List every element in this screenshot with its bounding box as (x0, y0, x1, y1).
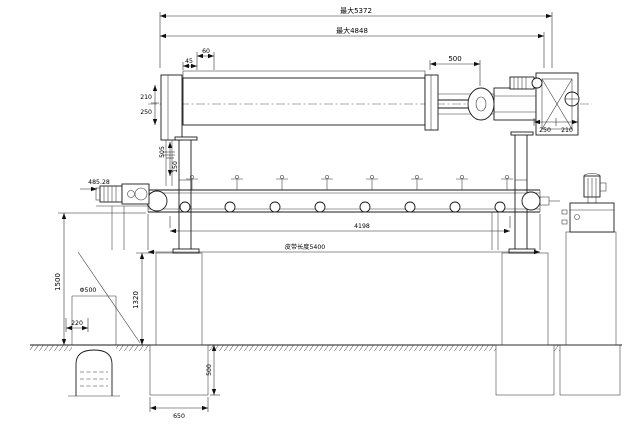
ground-hatch (30, 345, 72, 351)
filter-press (148, 70, 592, 141)
dim-210-right-label: 210 (561, 127, 573, 134)
gearbox-shaft (127, 190, 135, 198)
pressure-gauge (574, 214, 580, 220)
ground-hatch (554, 345, 560, 351)
right-column-base (508, 248, 536, 254)
left-column-cap (174, 136, 198, 141)
ground-hatch (116, 345, 150, 351)
right-footing (495, 344, 555, 396)
dim-150-label: 150 (172, 161, 179, 173)
dim-650-label: 650 (173, 413, 185, 420)
slope-line (77, 251, 141, 344)
dim-500-depth-label: 500 (206, 364, 213, 376)
concrete-foundations (149, 231, 621, 396)
head-pulley (146, 190, 168, 212)
conveyor-drive (95, 183, 150, 207)
drive-motor (99, 185, 123, 203)
left-footing (149, 344, 209, 396)
dim-belt-length-label: 皮带长度5400 (285, 243, 326, 251)
belt-conveyor (95, 175, 560, 250)
junction-box (599, 182, 607, 192)
valve (561, 209, 568, 215)
dim-4848-label: 最大4848 (336, 26, 368, 35)
follower-plate (424, 74, 439, 131)
plate-handles (182, 70, 426, 79)
tail-pulley (521, 191, 541, 211)
ground (30, 344, 622, 351)
dim-45-label: 45 (185, 58, 193, 65)
motor-fan-cover (531, 77, 543, 89)
fixed-head-plate (160, 74, 183, 141)
dim-overall-label: 最大5372 (340, 6, 372, 15)
ground-hatch (208, 345, 496, 351)
filter-plate-pack (182, 77, 426, 126)
left-column-base (172, 248, 200, 254)
motor-cap (95, 187, 101, 201)
right-pedestal (501, 252, 549, 346)
hydraulic-pedestal (565, 231, 617, 346)
gearbox-gear (134, 187, 148, 201)
left-pedestal (155, 252, 203, 346)
dim-220-label: 220 (71, 320, 83, 327)
dimensions: 最大5372 最大4848 500 60 45 210 250 250 210 … (54, 6, 579, 420)
closing-gear-hub (475, 96, 487, 112)
dim-phi500-label: Φ500 (80, 287, 97, 294)
idler-stands (186, 175, 513, 190)
valve (561, 219, 568, 225)
right-column-cap (510, 131, 534, 136)
closing-gear-housing (467, 87, 495, 121)
dim-60-label: 60 (202, 48, 210, 55)
dim-250-right-label: 250 (539, 127, 551, 134)
hydraulic-cylinder (493, 87, 537, 121)
drain-pit (68, 251, 141, 397)
dim-505-label: 505 (159, 146, 166, 158)
dim-4198-label: 4198 (354, 223, 370, 230)
support-columns (163, 131, 536, 254)
dim-210-left-label: 210 (140, 94, 152, 101)
drain-arch (75, 349, 113, 396)
pump-neck (587, 196, 597, 204)
takeup-bracket (539, 196, 550, 206)
gearbox (121, 183, 150, 205)
dim-1500-label: 1500 (54, 273, 62, 291)
dim-250-left-label: 250 (140, 109, 152, 116)
dim-485-label: 485.28 (88, 179, 110, 186)
dim-1320-label: 1320 (132, 291, 140, 309)
return-rollers (179, 201, 506, 213)
oil-tank (569, 202, 615, 233)
dim-500-top-label: 500 (448, 55, 461, 63)
hydraulic-power-unit (561, 173, 615, 233)
hydraulic-footing (559, 344, 621, 396)
